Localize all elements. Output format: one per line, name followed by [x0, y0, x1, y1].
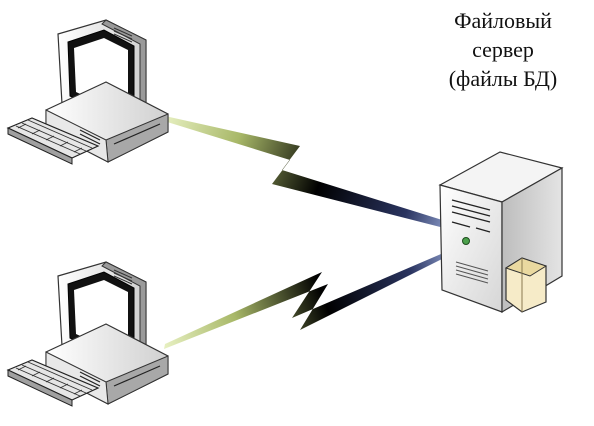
- server-label-line-3: (файлы БД): [448, 66, 558, 91]
- network-links: [164, 116, 455, 349]
- server-label-line-1: Файловый: [454, 8, 552, 33]
- server-label: Файловый сервер (файлы БД): [415, 6, 591, 93]
- link-bolt-bottom: [164, 248, 455, 349]
- server-label-line-2: сервер: [472, 37, 534, 62]
- client-computer-1: [6, 19, 169, 165]
- client-computer-2: [6, 261, 169, 407]
- file-server: [438, 151, 564, 314]
- database-file-icon: [504, 257, 548, 313]
- link-bolt-top: [164, 116, 455, 230]
- server-front-panel: [439, 184, 503, 313]
- power-led-icon: [462, 237, 470, 245]
